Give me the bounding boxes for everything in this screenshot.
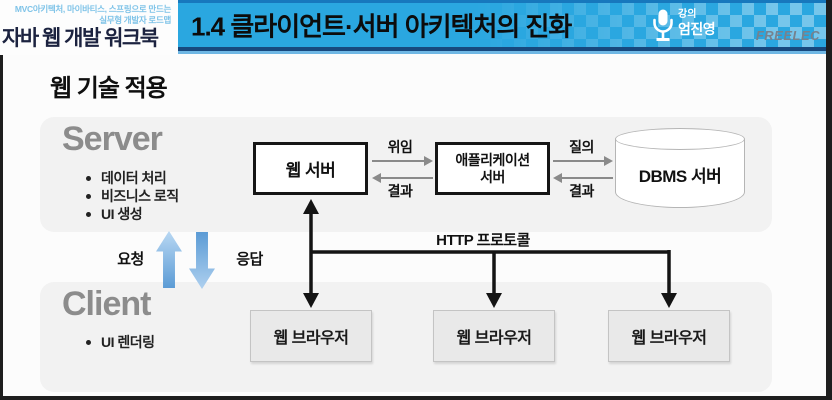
web-browser-node-1: 웹 브라우저 [250, 310, 372, 362]
query-edge-label: 질의 [569, 139, 594, 155]
dbms-server-node: DBMS 서버 [615, 128, 745, 208]
page-title: 웹 기술 적용 [50, 75, 168, 102]
web-browser-node-3: 웹 브라우저 [608, 310, 730, 362]
web-server-node: 웹 서버 [253, 142, 368, 195]
book-title: 자바 웹 개발 워크북 [2, 27, 159, 50]
app-server-node: 애플리케이션 서버 [435, 142, 550, 195]
app-server-label-line2: 서버 [480, 168, 505, 185]
dbms-cylinder-top [615, 128, 745, 150]
frame-edge-left [0, 55, 3, 400]
frame-edge-bottom [0, 396, 832, 400]
server-bullet-1: 데이터 처리 [86, 168, 167, 188]
header-underline-light [178, 51, 832, 54]
result-edge-label-1: 결과 [387, 183, 413, 199]
dbms-server-label: DBMS 서버 [638, 167, 722, 186]
request-label: 요청 [117, 251, 144, 268]
frame-edge-right [826, 0, 832, 400]
result-edge-label-2: 결과 [569, 183, 594, 199]
web-browser-node-2: 웹 브라우저 [433, 310, 555, 362]
app-server-label-line1: 애플리케이션 [455, 152, 530, 169]
server-bullet-3: UI 생성 [86, 204, 143, 224]
bullet-dot [86, 211, 91, 217]
lecture-credit: 강의 엄진영 [678, 9, 716, 37]
response-label: 응답 [236, 251, 263, 268]
server-bullet-2: 비즈니스 로직 [86, 186, 179, 206]
request-up-arrow [156, 231, 182, 288]
bullet-dot [86, 175, 91, 181]
dbms-cylinder-body [615, 139, 745, 208]
bullet-dot [86, 339, 91, 345]
book-tagline-line2: 실무형 개발자 로드맵 [99, 15, 171, 26]
header-underline-navy [178, 47, 832, 51]
book-tagline-line1: MVC아키텍처, 마이바티스, 스프링으로 만드는 [14, 4, 171, 14]
server-zone-title: Server [62, 120, 163, 158]
server-bullet-2-label: 비즈니스 로직 [101, 188, 179, 204]
server-bullet-1-label: 데이터 처리 [101, 170, 167, 186]
server-bullet-3-label: UI 생성 [101, 206, 143, 222]
book-tagline: MVC아키텍처, 마이바티스, 스프링으로 만드는 실무형 개발자 로드맵 [15, 4, 171, 26]
client-bullet-1-label: UI 렌더링 [101, 334, 155, 350]
bullet-dot [86, 193, 91, 199]
header-bar: 1.4 클라이언트·서버 아키텍처의 진화 강의 엄진영 FREELEC [178, 0, 832, 47]
header-checker-pattern [178, 3, 832, 47]
delegate-edge-label: 위임 [387, 139, 413, 155]
slide-title: 1.4 클라이언트·서버 아키텍처의 진화 [191, 11, 572, 42]
lecture-label: 강의 [678, 9, 697, 20]
http-protocol-label: HTTP 프로토콜 [436, 232, 530, 249]
lecturer-name: 엄진영 [678, 21, 716, 37]
microphone-icon [653, 9, 673, 41]
client-zone-title: Client [62, 285, 151, 323]
response-down-arrow [189, 232, 215, 289]
client-bullet-1: UI 렌더링 [86, 332, 155, 352]
publisher-logo: FREELEC [755, 28, 820, 43]
branding-block: MVC아키텍처, 마이바티스, 스프링으로 만드는 실무형 개발자 로드맵 자바… [0, 0, 178, 55]
